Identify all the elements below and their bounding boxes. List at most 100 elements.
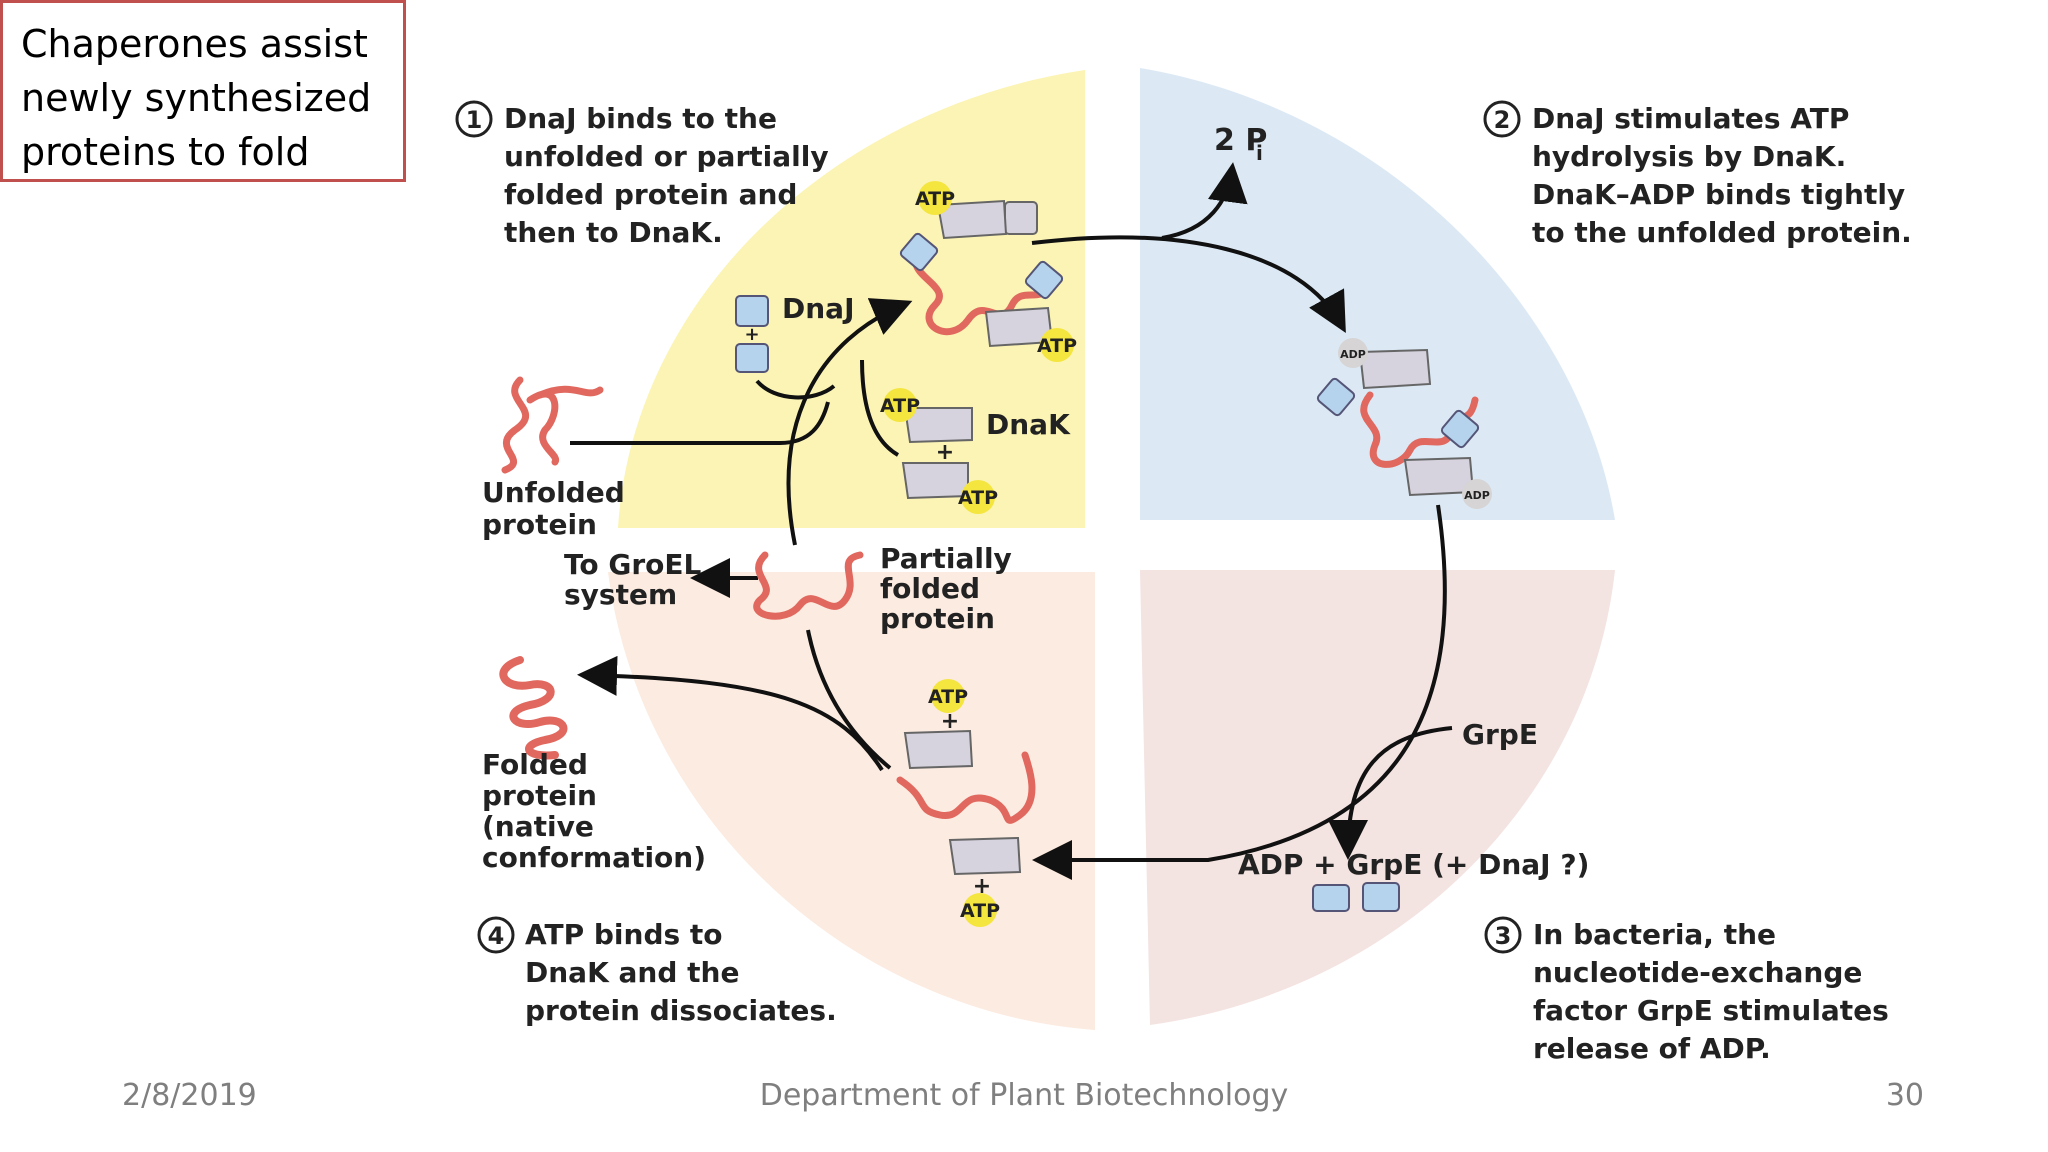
grpe-exchange: GrpE ADP + GrpE (+ DnaJ ?)	[1238, 718, 1589, 912]
folded-protein-chain	[499, 656, 568, 760]
step-1-line-1: DnaJ binds to the	[504, 102, 777, 135]
grpe-shape	[1312, 884, 1350, 912]
unfolded-input-arrow	[570, 401, 830, 445]
step-1-badge	[455, 100, 493, 138]
dnak-adp-complex: ADP ADP	[1316, 338, 1492, 509]
bound-protein-chain	[912, 246, 1054, 336]
folded-protein: Folded protein (native conformation)	[482, 656, 706, 874]
step-1-number: 1	[466, 106, 483, 134]
step-4-number: 4	[488, 922, 505, 950]
step-3: 3 In bacteria, the nucleotide-exchange f…	[1484, 916, 1889, 1065]
dnak-shape	[1358, 348, 1432, 390]
step-4-line-2: DnaK and the	[525, 956, 739, 989]
step-4: 4 ATP binds to DnaK and the protein diss…	[477, 916, 837, 1027]
grpe-input-arrow	[1328, 726, 1453, 860]
grpe-shape	[1362, 882, 1400, 912]
quadrant-bottom-right	[1140, 570, 1615, 1025]
step-1-line-3: folded protein and	[504, 178, 797, 211]
atp-badge	[963, 893, 997, 927]
dnaj-dnak-protein-complex: ATP ATP	[899, 181, 1077, 362]
dnak-shape	[1004, 201, 1038, 235]
adp-label: ADP	[1464, 489, 1490, 502]
step-3-number: 3	[1495, 922, 1512, 950]
dnak-shape	[903, 407, 973, 444]
dnaj-shape	[1440, 409, 1480, 449]
unfolded-protein: Unfolded protein	[482, 376, 625, 541]
dnaj-label: DnaJ	[782, 292, 855, 325]
atp-label: ATP	[958, 487, 998, 509]
slide-title-box: Chaperones assist newly synthesized prot…	[0, 0, 406, 182]
title-line-1: Chaperones assist	[21, 22, 368, 66]
dnak-shape	[948, 836, 1022, 876]
step-2-number: 2	[1494, 106, 1511, 134]
atp-badge	[931, 679, 965, 713]
dnaj-shape	[1024, 260, 1064, 300]
phosphate-release: 2 P i	[1214, 123, 1267, 165]
step-1: 1 DnaJ binds to the unfolded or partiall…	[455, 100, 829, 249]
atp-rebinding-group: ATP + + ATP	[896, 679, 1036, 927]
adp-grpe-label: ADP + GrpE (+ DnaJ ?)	[1238, 848, 1589, 881]
step-1-line-2: unfolded or partially	[504, 140, 829, 173]
partially-folded-label-line-1: Partially	[880, 542, 1012, 575]
atp-label: ATP	[1037, 335, 1077, 357]
step-3-line-1: In bacteria, the	[1533, 918, 1776, 951]
atp-badge	[1040, 328, 1074, 362]
dnak-reactant: ATP + ATP DnaK	[880, 388, 1071, 514]
step-2-line-2: hydrolysis by DnaK.	[1532, 140, 1846, 173]
page-number: 30	[1885, 1078, 1924, 1113]
atp-badge	[918, 181, 952, 215]
step-4-badge	[477, 916, 515, 954]
dnak-shape	[936, 199, 1008, 240]
cycle-arrow-left	[786, 298, 913, 546]
folded-label-line-1: Folded	[482, 748, 588, 781]
unfolded-protein-chain	[501, 376, 604, 474]
footer-date: 2/8/2019	[122, 1078, 257, 1113]
atp-label: ATP	[915, 188, 955, 210]
partial-to-release-arrow	[806, 629, 892, 770]
step-3-line-4: release of ADP.	[1533, 1032, 1771, 1065]
step-2-line-1: DnaJ stimulates ATP	[1532, 102, 1849, 135]
partially-folded-protein: Partially folded protein	[753, 542, 1012, 635]
cycle-arrow-right	[1032, 504, 1447, 880]
to-groel-system: To GroEL system	[564, 548, 702, 611]
quadrant-top-right	[1140, 68, 1615, 520]
released-protein-chain	[896, 751, 1036, 824]
dnak-shape	[903, 729, 974, 770]
step-2-line-3: DnaK–ADP binds tightly	[1532, 178, 1905, 211]
dnaj-shape	[735, 343, 769, 373]
dnaj-shape	[735, 295, 769, 327]
step-4-line-3: protein dissociates.	[525, 994, 837, 1027]
to-groel-label-line-1: To GroEL	[564, 548, 702, 581]
atp-badge	[883, 388, 917, 422]
step-3-badge	[1484, 916, 1522, 954]
footer-department: Department of Plant Biotechnology	[759, 1078, 1289, 1113]
folded-label-line-4: conformation)	[482, 841, 706, 874]
plus-sign: +	[941, 709, 959, 734]
partially-folded-label-line-3: protein	[880, 602, 995, 635]
step-2-line-4: to the unfolded protein.	[1532, 216, 1912, 249]
folded-release-arrow	[577, 655, 884, 772]
dnaj-shape	[1316, 377, 1356, 417]
unfolded-label-line-1: Unfolded	[482, 476, 625, 509]
title-line-3: proteins to fold	[21, 130, 310, 174]
partially-folded-label-line-2: folded	[880, 572, 980, 605]
pi-release-arrow	[1161, 162, 1248, 240]
plus-sign: +	[744, 324, 759, 345]
atp-label: ATP	[960, 900, 1000, 922]
to-groel-label-line-2: system	[564, 578, 677, 611]
partially-folded-chain	[753, 551, 864, 620]
atp-label: ATP	[880, 395, 920, 417]
dnaj-reactant: + DnaJ	[735, 292, 855, 373]
step-2: 2 DnaJ stimulates ATP hydrolysis by DnaK…	[1483, 100, 1912, 249]
folded-label-line-3: (native	[482, 810, 594, 843]
step-3-line-3: factor GrpE stimulates	[1533, 994, 1889, 1027]
step-2-badge	[1483, 100, 1521, 138]
adp-badge	[1462, 479, 1492, 509]
pi-subscript: i	[1256, 141, 1263, 165]
pi-label: 2 P	[1214, 123, 1267, 158]
step-4-line-1: ATP binds to	[525, 918, 723, 951]
title-line-2: newly synthesized	[21, 76, 372, 120]
atp-badge	[961, 480, 995, 514]
step-1-line-4: then to DnaK.	[504, 216, 723, 249]
